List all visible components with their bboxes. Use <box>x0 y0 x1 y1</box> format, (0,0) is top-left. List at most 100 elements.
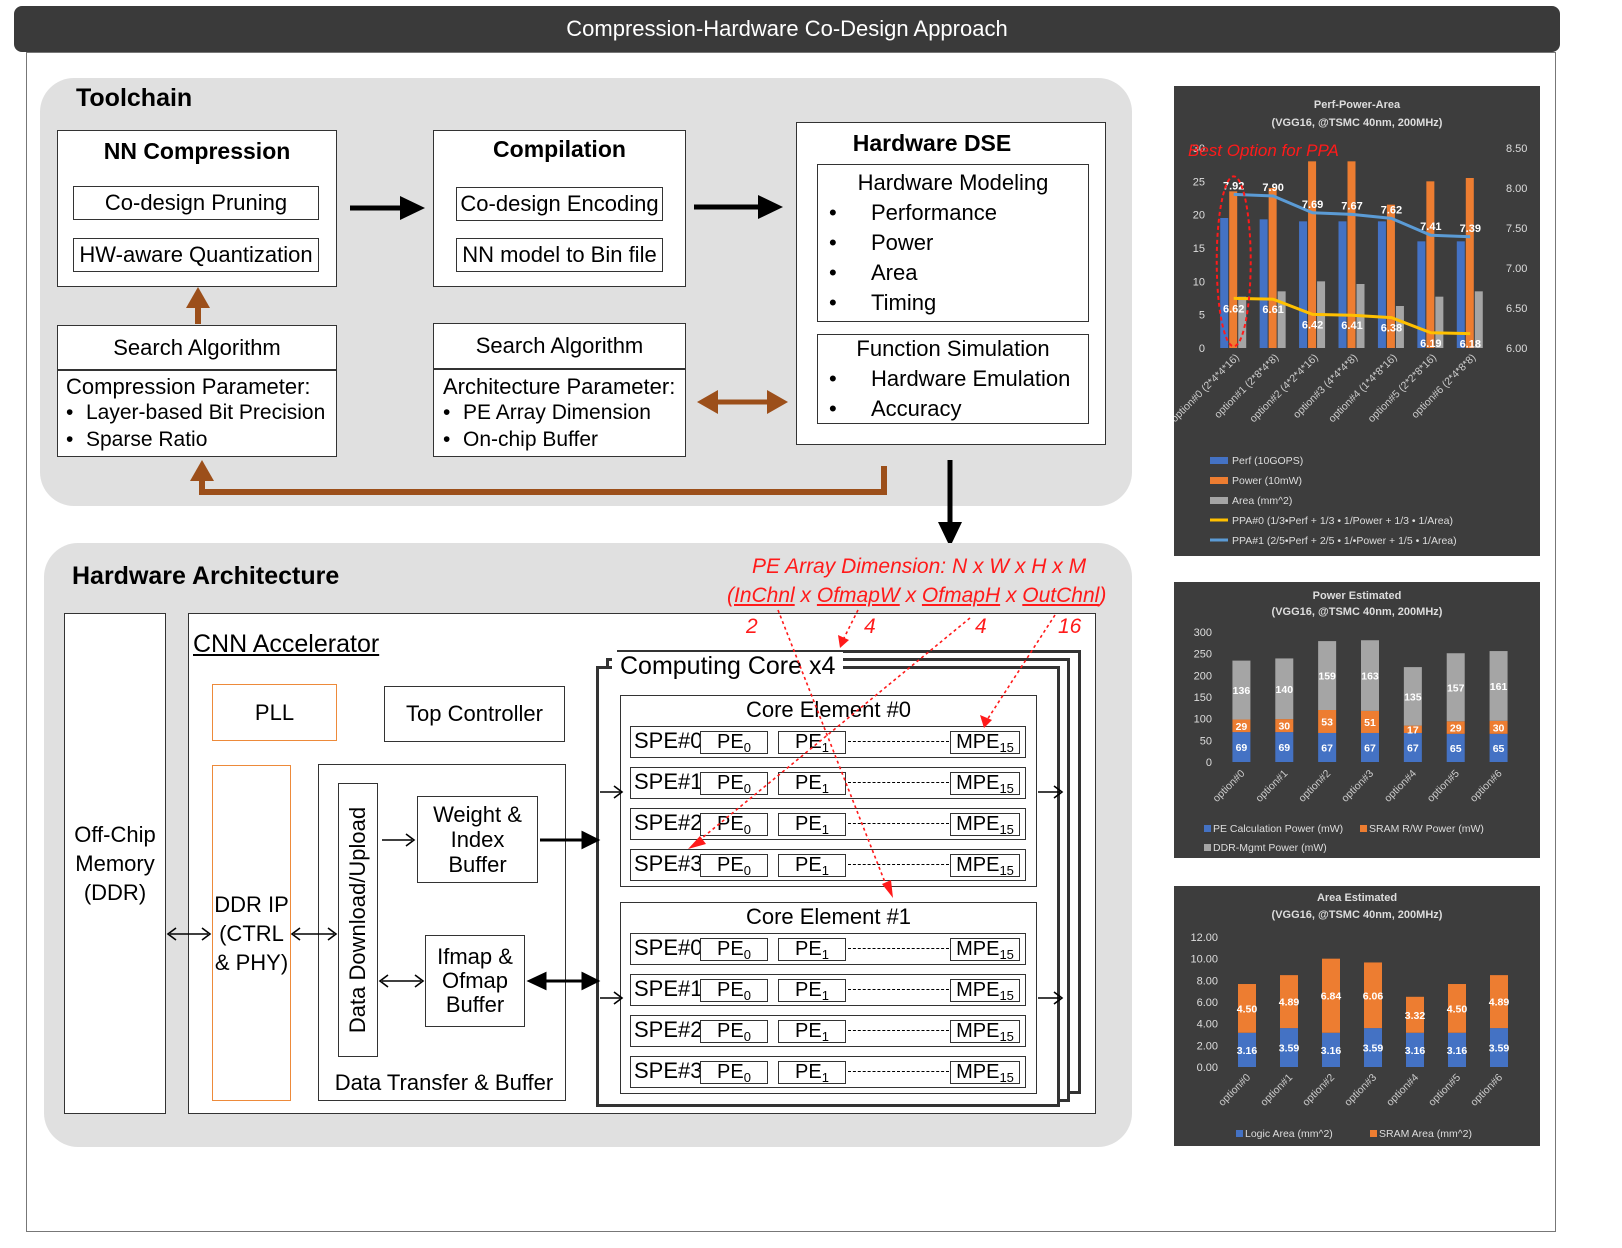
data-label: 65 <box>1493 743 1505 755</box>
legend-label: Logic Area (mm^2) <box>1245 1128 1333 1140</box>
architecture-parameter-list: PE Array Dimension On-chip Buffer <box>443 399 651 453</box>
bar <box>1490 1028 1508 1067</box>
bar <box>1238 984 1256 1033</box>
legend-label: DDR-Mgmt Power (mW) <box>1213 842 1327 854</box>
data-label: 30 <box>1278 721 1290 733</box>
data-label: 51 <box>1364 717 1376 729</box>
pll-box: PLL <box>212 684 337 741</box>
bar <box>1232 719 1251 733</box>
ppa-chart: Perf-Power-Area(VGG16, @TSMC 40nm, 200MH… <box>1169 99 1528 547</box>
bar <box>1322 958 1340 1033</box>
pe-chain-dashes <box>848 1071 949 1072</box>
codesign-pruning-box: Co-design Pruning <box>73 186 319 220</box>
arrow-dse-arch-bidirectional <box>697 390 788 414</box>
hardware-modeling-title: Hardware Modeling <box>857 170 1049 195</box>
data-label: 6.84 <box>1321 991 1342 1003</box>
bar <box>1465 178 1474 348</box>
x-tick-label: option#4 <box>1382 768 1419 805</box>
bar <box>1220 218 1229 348</box>
list-item: Layer-based Bit Precision <box>66 399 325 426</box>
function-simulation-title: Function Simulation <box>856 336 1050 361</box>
data-label: 3.32 <box>1405 1010 1426 1022</box>
data-label: 30 <box>1493 722 1505 734</box>
hardware-architecture-heading: Hardware Architecture <box>72 562 340 590</box>
data-download-upload-box <box>338 783 378 1057</box>
architecture-parameter-title: Architecture Parameter: <box>443 374 676 399</box>
bar <box>1238 296 1247 348</box>
y-tick-label: 0 <box>1206 757 1212 769</box>
cnn-accelerator-title: CNN Accelerator <box>193 630 380 658</box>
data-label: 29 <box>1236 721 1248 733</box>
bar <box>1403 667 1422 726</box>
weight-index-buffer-box: Weight & Index Buffer <box>417 796 538 883</box>
data-label: 7.92 <box>1223 180 1244 192</box>
y-tick-label: 5 <box>1199 310 1205 322</box>
data-label: 67 <box>1407 742 1419 754</box>
data-label: 3.16 <box>1405 1045 1426 1057</box>
y-tick-label: 30 <box>1193 143 1205 155</box>
computing-core-title: Computing Core x4 <box>612 652 844 681</box>
legend-label: Power (10mW) <box>1232 475 1302 487</box>
data-label: 3.59 <box>1363 1043 1384 1055</box>
list-item: Timing <box>819 288 1087 318</box>
pe-dimension-label: PE Array Dimension: N x W x H x M <box>752 555 1087 578</box>
legend-swatch <box>1236 1130 1243 1137</box>
legend-label: Area (mm^2) <box>1232 495 1292 507</box>
data-label: 69 <box>1278 742 1290 754</box>
legend-swatch <box>1210 457 1228 464</box>
chart-title: Area Estimated <box>1317 892 1397 904</box>
bar <box>1232 732 1251 762</box>
value-ofmapw: 4 <box>864 615 876 638</box>
data-label: 6.41 <box>1341 320 1362 332</box>
compression-parameter-title: Compression Parameter: <box>66 374 311 399</box>
data-label: 4.89 <box>1489 997 1510 1009</box>
value-outchnl: 16 <box>1058 615 1082 638</box>
legend-label: PE Calculation Power (mW) <box>1213 823 1343 835</box>
y-tick-label: 50 <box>1200 735 1212 747</box>
bar <box>1275 719 1294 733</box>
pe-chain-dashes <box>848 823 949 824</box>
x-tick-label: option#2 <box>1300 1072 1337 1109</box>
bar <box>1259 219 1268 348</box>
bar <box>1308 161 1317 348</box>
data-label: 159 <box>1318 671 1336 683</box>
compilation-title: Compilation <box>493 136 626 162</box>
offchip-memory-box: Off-Chip Memory (DDR) <box>64 613 166 1114</box>
term-ofmaph: OfmapH <box>921 584 1001 607</box>
value-inchnl: 2 <box>746 615 758 638</box>
x-tick-label: option#1 <box>1258 1072 1295 1109</box>
pe-chain-dashes <box>848 782 949 783</box>
bar <box>1280 1028 1298 1067</box>
value-ofmaph: 4 <box>975 615 987 638</box>
pe-chain-dashes <box>848 864 949 865</box>
bar <box>1403 732 1422 762</box>
x-tick-label: option#4 <box>1384 1072 1421 1109</box>
y2-tick-label: 7.50 <box>1506 223 1527 235</box>
search-algorithm-architecture: Search Algorithm <box>433 323 686 369</box>
bar <box>1275 732 1294 762</box>
best-option-highlight <box>1215 175 1252 348</box>
codesign-encoding-box: Co-design Encoding <box>456 187 663 221</box>
data-label: 7.39 <box>1460 223 1481 235</box>
term-inchnl: InChnl <box>734 584 795 607</box>
chart-subtitle: (VGG16, @TSMC 40nm, 200MHz) <box>1272 606 1443 618</box>
legend-swatch <box>1204 825 1211 832</box>
data-label: 6.19 <box>1420 338 1441 350</box>
x-tick-label: option#1 <box>1253 768 1290 805</box>
x-tick-label: option#2 (4*2*4*16) <box>1247 352 1320 425</box>
data-label: 161 <box>1490 681 1508 693</box>
data-label: 7.67 <box>1341 200 1362 212</box>
data-label: 6.42 <box>1302 319 1323 331</box>
